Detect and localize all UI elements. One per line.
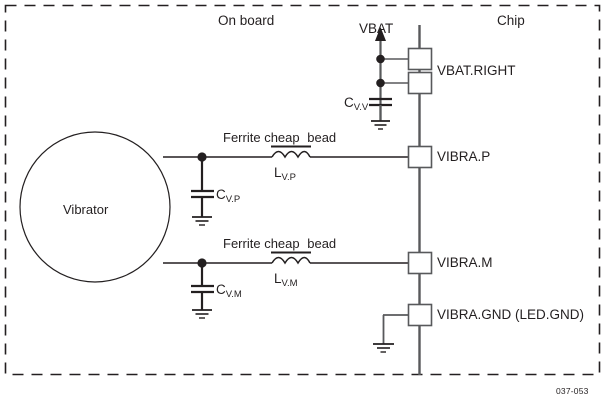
pin-box-vbat-right-1 [407, 47, 433, 71]
capacitor-label-cvp: CV.P [216, 187, 241, 205]
vibrator-label: Vibrator [63, 202, 109, 217]
bead-upper-caption-word-3: bead [307, 130, 337, 145]
capacitor-sub-cvp: V.P [225, 194, 241, 205]
vbat-rail-label: VBAT [359, 21, 394, 36]
pin-label-vbat-right: VBAT.RIGHT [437, 63, 516, 78]
bead-lower-caption: Ferrite cheap bead [223, 237, 336, 250]
pin-box-vibra-m [407, 251, 433, 275]
capacitor-base-cvm: C [216, 282, 226, 297]
capacitor-sub-cvv: V.V [353, 102, 369, 113]
capacitor-label-cvm: CV.M [216, 282, 242, 300]
capacitor-base-cvp: C [216, 187, 226, 202]
region-label-chip: Chip [497, 13, 525, 28]
bead-lower-designator-sub: V.M [281, 278, 298, 289]
bead-upper-caption-word-2: cheap [264, 130, 300, 145]
enclosure-dashed-border [4, 4, 601, 376]
vibrator-symbol [19, 131, 171, 283]
pin-label-vibra-m: VIBRA.M [437, 255, 493, 270]
bead-lower-caption-word-2: cheap [264, 236, 300, 251]
bead-upper-caption-word-1: Ferrite [223, 130, 261, 145]
junction-dot-vbat-upper [376, 54, 385, 64]
capacitor-label-cvv: CV.V [344, 95, 369, 113]
capacitor-sub-cvm: V.M [225, 289, 242, 300]
bead-lower-designator-base: L [274, 271, 282, 286]
pin-box-vbat-right-2 [407, 71, 433, 95]
junction-dot-vbat-lower [376, 78, 385, 88]
figure-id-tag: 037-053 [556, 386, 589, 396]
bead-upper-designator: LV.P [274, 165, 296, 183]
region-label-on-board: On board [218, 13, 275, 28]
pin-box-vibra-p [407, 145, 433, 169]
bead-lower-designator: LV.M [274, 271, 298, 289]
bead-lower-coil [271, 256, 311, 265]
bead-upper-coil [271, 150, 311, 159]
bead-lower-caption-word-3: bead [307, 236, 337, 251]
capacitor-base-cvv: C [344, 95, 354, 110]
bead-lower-caption-word-1: Ferrite [223, 236, 261, 251]
pin-label-vibra-p: VIBRA.P [437, 149, 491, 164]
bead-upper-designator-sub: V.P [281, 172, 296, 183]
pin-box-vibra-gnd [407, 303, 433, 327]
bead-upper-designator-base: L [274, 165, 282, 180]
pin-label-vibra-gnd: VIBRA.GND (LED.GND) [437, 307, 585, 322]
bead-upper-caption: Ferrite cheap bead [223, 131, 336, 144]
vbat-arrow-icon [375, 27, 386, 41]
